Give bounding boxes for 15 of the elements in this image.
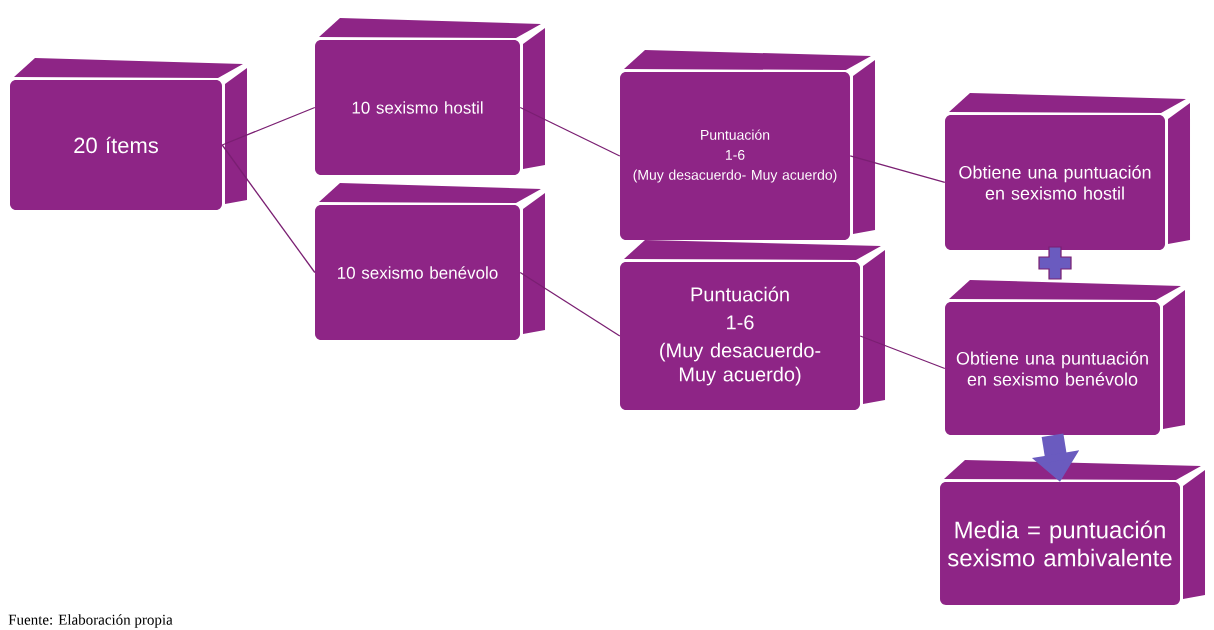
3d-box: 20 ítems (10, 58, 247, 210)
caption: Fuente: Elaboración propia (8, 614, 173, 628)
connector-line (221, 144, 316, 274)
connector-line (519, 106, 621, 157)
connector-line (221, 106, 316, 146)
3d-box: Media = puntuación sexismo ambivalente (940, 460, 1205, 605)
3d-box: Obtiene una puntuación en sexismo benévolo (945, 280, 1185, 435)
3d-box: 10 sexismo hostil (315, 18, 545, 175)
3d-box: Puntuación 1-6 (Muy desacuerdo- Muy acuerdo) (620, 240, 885, 410)
connector-line (519, 271, 621, 337)
3d-box: Puntuación 1-6 (Muy desacuerdo- Muy acuerdo) (620, 50, 875, 240)
connector-line (849, 155, 946, 184)
3d-box: 10 sexismo benévolo (315, 183, 545, 340)
3d-box: Obtiene una puntuación en sexismo hostil (945, 93, 1190, 250)
connector-line (859, 335, 946, 370)
